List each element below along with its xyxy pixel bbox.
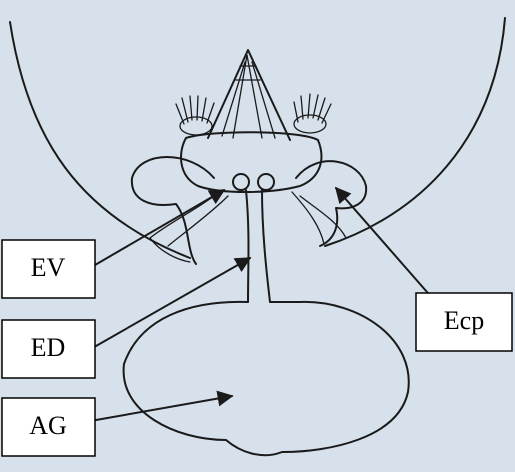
label-ag: AG — [2, 398, 95, 456]
label-ev: EV — [2, 240, 95, 298]
label-ag-text: AG — [29, 411, 67, 440]
label-ed: ED — [2, 320, 95, 378]
label-ecp-text: Ecp — [444, 306, 484, 335]
label-ed-text: ED — [31, 333, 66, 362]
label-ecp: Ecp — [416, 293, 512, 351]
label-ev-text: EV — [31, 253, 66, 282]
